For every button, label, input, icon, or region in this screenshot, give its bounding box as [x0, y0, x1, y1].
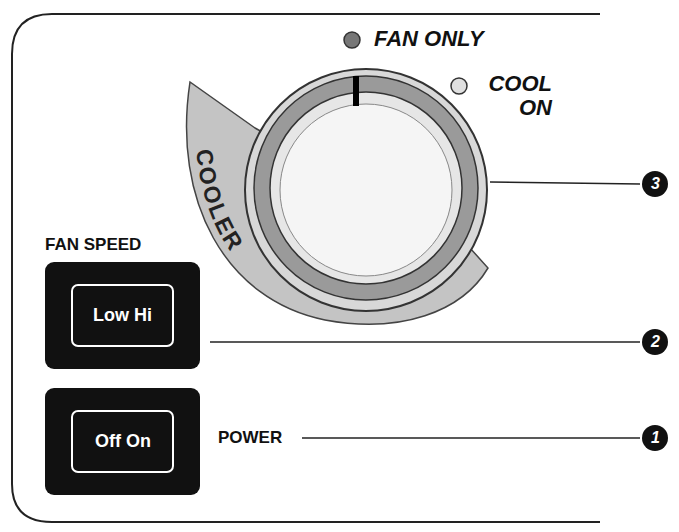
- dial-ring: [254, 76, 478, 300]
- dial-band-label: COOLER: [191, 147, 249, 256]
- panel-label: FAN ONLY: [374, 26, 484, 52]
- dial-rim: [245, 69, 487, 311]
- button-label: Low Hi: [93, 305, 152, 326]
- callout-number: 3: [651, 175, 660, 193]
- callout-circle: [642, 329, 668, 355]
- panel-label: COOL ON: [474, 72, 552, 120]
- callout-number: 2: [651, 333, 660, 351]
- callout-number: 1: [651, 429, 660, 447]
- fan-indicator-dot: [344, 32, 360, 48]
- leader-line: [210, 341, 640, 343]
- button-heading: FAN SPEED: [45, 235, 141, 255]
- cool-indicator-dot: [451, 78, 467, 94]
- button-label: Off On: [95, 431, 151, 452]
- callout-circle: [642, 425, 668, 451]
- push-button: Low HiFAN SPEED: [45, 262, 200, 369]
- button-face: Off On: [71, 410, 174, 473]
- leader-line: [490, 182, 640, 184]
- dial-center: [280, 104, 452, 276]
- dial-pointer: [353, 76, 359, 106]
- callout-circle: [642, 171, 668, 197]
- dial-face: [270, 92, 462, 284]
- svg-text:COOLER: COOLER: [191, 147, 249, 256]
- panel-outline: [12, 14, 600, 522]
- panel-label: POWER: [218, 428, 282, 448]
- button-face: Low Hi: [71, 284, 174, 347]
- push-button: Off On: [45, 388, 200, 495]
- leader-line: [302, 437, 640, 439]
